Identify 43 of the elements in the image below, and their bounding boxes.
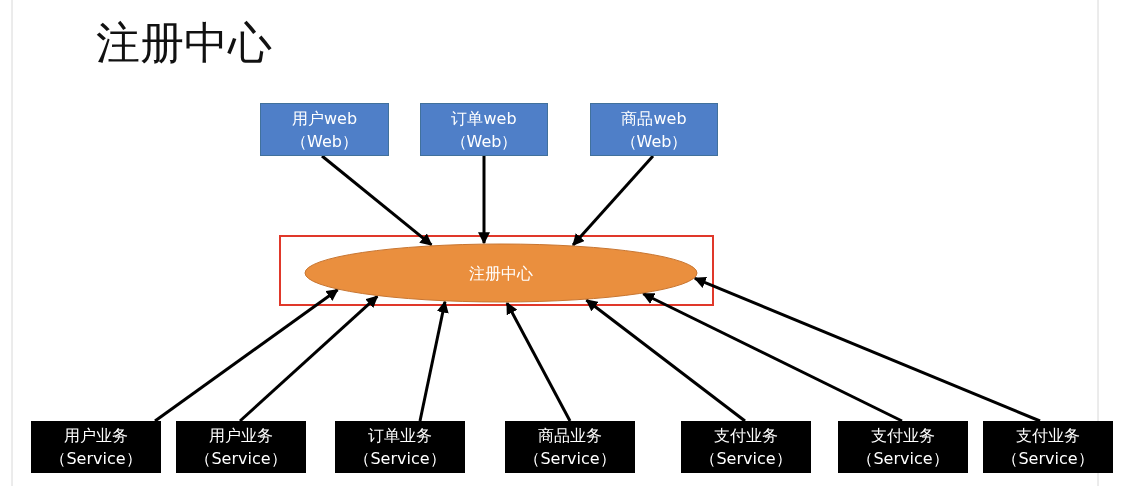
box-label: 用户业务 [209, 425, 273, 447]
box-label: （Web） [291, 130, 358, 153]
service-box [838, 421, 968, 473]
arrow [693, 276, 1041, 423]
service-box [176, 421, 306, 473]
service-box [31, 421, 161, 473]
box-label: 订单业务 [368, 425, 432, 447]
box-label: （Service） [700, 448, 792, 470]
box-label: （Service） [857, 448, 949, 470]
title: 注册中心 [96, 16, 272, 70]
box-label: （Service） [1002, 448, 1094, 470]
box-label: 商品业务 [538, 425, 602, 447]
service-box [505, 421, 635, 473]
arrow [239, 295, 379, 423]
arrow [571, 155, 655, 247]
box-label: 支付业务 [1016, 425, 1080, 447]
box-label: 用户web [291, 107, 358, 130]
box-label: （Service） [524, 448, 616, 470]
box-label: 支付业务 [714, 425, 778, 447]
box-label: 支付业务 [871, 425, 935, 447]
box-label: （Service） [195, 448, 287, 470]
process-box [260, 103, 389, 156]
box-label: （Web） [620, 130, 688, 153]
service-box [983, 421, 1113, 473]
service-box [335, 421, 465, 473]
arrow [585, 298, 746, 423]
arrow [321, 154, 433, 247]
process-box [590, 103, 718, 156]
box-label: （Service） [50, 448, 142, 470]
arrow [478, 156, 490, 245]
node-label: 注册中心 [469, 262, 533, 285]
process-box [420, 103, 548, 156]
arrow [154, 288, 339, 423]
registry-ellipse [304, 243, 698, 303]
arrow [642, 292, 903, 423]
arrow [418, 300, 449, 422]
box-label: （Web） [450, 130, 518, 153]
box-label: 用户业务 [64, 425, 128, 447]
box-label: 订单web [451, 107, 517, 130]
service-box [681, 421, 811, 473]
box-label: 商品web [621, 107, 687, 130]
box-label: （Service） [354, 448, 446, 470]
arrow [505, 301, 572, 422]
